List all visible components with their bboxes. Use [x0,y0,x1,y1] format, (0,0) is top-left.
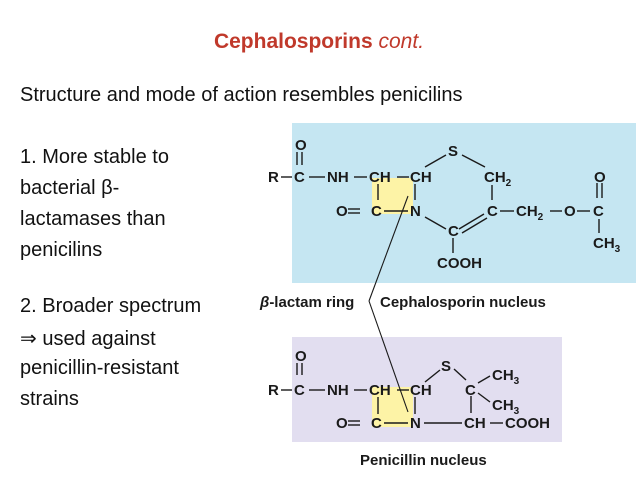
ceph-carbon-acetyl: C [593,203,604,220]
pen-bonds [281,363,503,426]
ceph-carbon-alkene: C [487,203,498,220]
pen-oxygen-left: O [336,415,348,432]
pen-panel [292,337,562,442]
subtitle: Structure and mode of action resembles p… [20,84,463,106]
pen-ch-b: CH [410,382,432,399]
point1-line3: lactamases than [20,208,166,230]
ceph-panel [292,123,636,283]
point2-line4: strains [20,388,79,410]
ceph-nh: NH [327,169,349,186]
ceph-r-group: R [268,169,279,186]
lactam-pointer-lines [368,195,409,413]
pen-r-group: R [268,382,279,399]
slide-title: Cephalosporins cont. [0,30,638,54]
pen-nitrogen: N [410,415,421,432]
pen-nh: NH [327,382,349,399]
point1-line2: bacterial β- [20,177,120,199]
ceph-oxygen-right: O [594,169,606,186]
point2-line3: penicillin-resistant [20,357,179,379]
pen-ch3-b: CH3 [492,397,520,417]
point1-line4: penicilins [20,239,103,261]
ceph-ch2-top: CH2 [484,169,512,189]
point1-line1: 1. More stable to [20,146,169,168]
ceph-oxygen-top: O [295,137,307,154]
ceph-bonds [281,152,603,253]
ceph-carbon-ring: C [448,223,459,240]
ceph-ch-b: CH [410,169,432,186]
ceph-lactam-highlight [372,178,413,214]
ceph-carbon-carbonyl: C [294,169,305,186]
ceph-oxygen-left: O [336,203,348,220]
pen-carbon-quaternary: C [465,382,476,399]
ceph-ch-a: CH [369,169,391,186]
pen-oxygen-top: O [295,348,307,365]
ceph-ch2-mid: CH2 [516,203,544,223]
ceph-sulfur: S [448,143,458,160]
pen-nucleus-label: Penicillin nucleus [360,452,487,469]
pen-sulfur: S [441,358,451,375]
pen-carbon-lactam: C [371,415,382,432]
pen-ch-c: CH [464,415,486,432]
beta-lactam-label: β-lactam ring [259,294,354,311]
title-main: Cephalosporins [213,30,373,53]
ceph-nitrogen: N [410,203,421,220]
pen-carbon-carbonyl: C [294,382,305,399]
point2-line1: 2. Broader spectrum [20,295,202,317]
pen-cooh: COOH [505,415,550,432]
pen-ch-a: CH [369,382,391,399]
ceph-cooh: COOH [437,255,482,272]
point2-line2: ⇒ used against [20,328,156,350]
ceph-nucleus-label: Cephalosporin nucleus [380,294,546,311]
ceph-oxygen-mid: O [564,203,576,220]
pen-ch3-a: CH3 [492,367,520,387]
ceph-carbon-lactam: C [371,203,382,220]
ceph-ch3: CH3 [593,235,621,255]
title-suffix: cont. [378,30,425,53]
